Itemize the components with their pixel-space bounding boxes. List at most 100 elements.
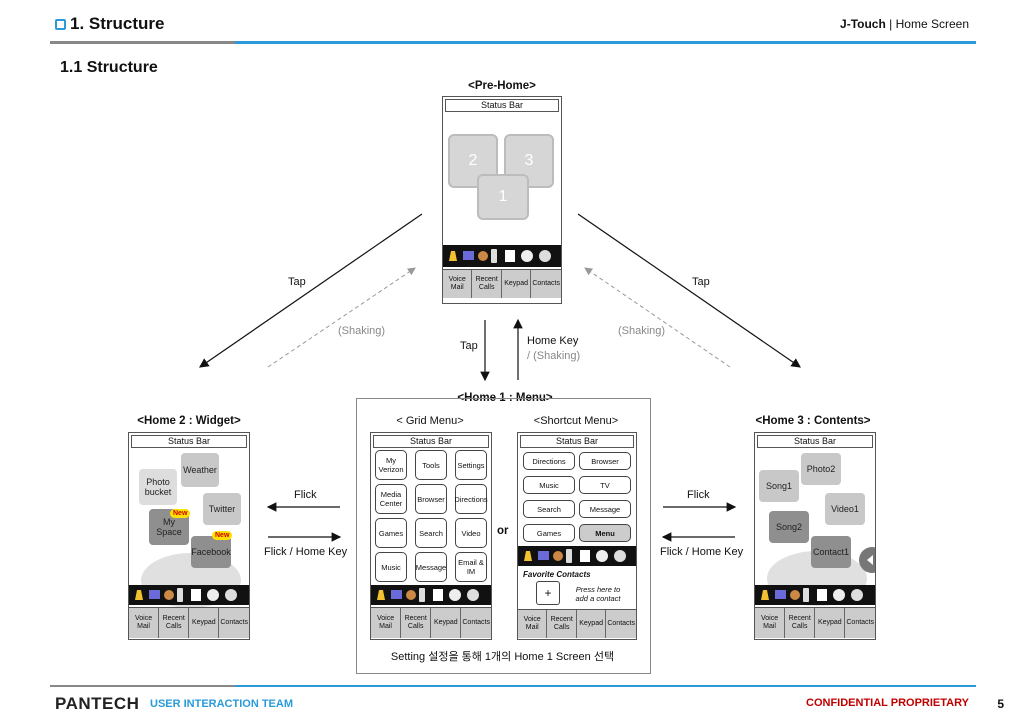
bell-icon bbox=[135, 590, 143, 600]
grid-menu-phone: Status Bar My Verizon Tools Settings Med… bbox=[370, 432, 492, 640]
softkey-contacts[interactable]: Contacts bbox=[462, 619, 490, 626]
screen-thumb-1[interactable]: 1 bbox=[477, 174, 529, 220]
softkey-voice-mail[interactable]: Voice Mail bbox=[755, 608, 786, 638]
softkey-voice-mail[interactable]: Voice Mail bbox=[371, 608, 402, 638]
grid-video[interactable]: Video bbox=[455, 518, 487, 548]
header-right: J-Touch | Home Screen bbox=[840, 17, 969, 31]
brand: J-Touch bbox=[840, 17, 886, 31]
add-contact-button[interactable]: + bbox=[536, 581, 560, 605]
arrow-tap-left bbox=[199, 213, 423, 368]
softkey-bar: Voice Mail Recent Calls Keypad Contacts bbox=[755, 607, 875, 638]
shortcut-tv[interactable]: TV bbox=[579, 476, 631, 494]
grid-media-center[interactable]: Media Center bbox=[375, 484, 407, 514]
softkey-recent-calls[interactable]: Recent Calls bbox=[159, 608, 190, 638]
status-bar: Status Bar bbox=[445, 99, 559, 112]
softkey-voice-mail[interactable]: Voice Mail bbox=[129, 608, 160, 638]
softkey-recent-calls[interactable]: Recent Calls bbox=[401, 608, 432, 638]
shortcut-games[interactable]: Games bbox=[523, 524, 575, 542]
softkey-keypad[interactable]: Keypad bbox=[502, 270, 532, 298]
softkey-contacts[interactable]: Contacts bbox=[846, 619, 874, 626]
grid-email-im[interactable]: Email & IM bbox=[455, 552, 487, 582]
softkey-keypad[interactable]: Keypad bbox=[189, 608, 220, 638]
label-flick-right: Flick bbox=[687, 489, 710, 501]
softkey-contacts[interactable]: Contacts bbox=[220, 619, 248, 626]
clock-icon bbox=[225, 589, 237, 601]
bell-icon bbox=[377, 590, 385, 600]
softkey-contacts[interactable]: Contacts bbox=[532, 280, 560, 287]
content-song2[interactable]: Song2 bbox=[769, 511, 809, 543]
label-tap-center: Tap bbox=[460, 340, 478, 352]
status-bar: Status Bar bbox=[131, 435, 247, 448]
widget-weather[interactable]: Weather bbox=[181, 453, 219, 487]
separator: | bbox=[889, 17, 893, 31]
settings-icon bbox=[207, 589, 219, 601]
scroll-left-icon[interactable] bbox=[859, 547, 875, 573]
page-name: Home Screen bbox=[895, 17, 969, 31]
widget-twitter[interactable]: Twitter bbox=[203, 493, 241, 525]
header-rule bbox=[50, 41, 976, 44]
softkey-keypad[interactable]: Keypad bbox=[815, 608, 846, 638]
mail-icon bbox=[149, 590, 160, 599]
home1-frame bbox=[356, 398, 651, 674]
shortcut-menu-title: <Shortcut Menu> bbox=[533, 415, 619, 427]
softkey-contacts[interactable]: Contacts bbox=[607, 620, 635, 627]
footer-rule bbox=[50, 685, 976, 687]
grid-directions[interactable]: Directions bbox=[454, 484, 488, 514]
icon-strip bbox=[755, 585, 875, 605]
shortcut-music[interactable]: Music bbox=[523, 476, 575, 494]
section-subtitle: 1.1 Structure bbox=[60, 59, 158, 76]
softkey-voice-mail[interactable]: Voice Mail bbox=[518, 610, 548, 638]
shortcut-search[interactable]: Search bbox=[523, 500, 575, 518]
favorite-contacts-label: Favorite Contacts bbox=[523, 570, 591, 579]
label-tap-left: Tap bbox=[288, 276, 306, 288]
widget-photo-bucket[interactable]: Photo bucket bbox=[139, 469, 177, 505]
grid-games[interactable]: Games bbox=[375, 518, 407, 548]
calendar-icon bbox=[505, 250, 515, 262]
shortcut-browser[interactable]: Browser bbox=[579, 452, 631, 470]
softkey-keypad[interactable]: Keypad bbox=[577, 610, 607, 638]
label-home-key: Home Key bbox=[527, 335, 579, 347]
status-bar: Status Bar bbox=[757, 435, 873, 448]
softkey-recent-calls[interactable]: Recent Calls bbox=[785, 608, 816, 638]
icon-strip bbox=[371, 585, 491, 605]
softkey-voice-mail[interactable]: Voice Mail bbox=[443, 270, 473, 298]
softkey-recent-calls[interactable]: Recent Calls bbox=[472, 270, 502, 298]
grid-menu-title: < Grid Menu> bbox=[396, 415, 464, 427]
widget-facebook[interactable]: Facebook bbox=[191, 536, 231, 568]
icon-strip bbox=[518, 546, 636, 566]
indicator-icons bbox=[377, 588, 479, 602]
home3-phone: Status Bar Photo2 Song1 Video1 Song2 Con… bbox=[754, 432, 876, 640]
shortcut-menu[interactable]: Menu bbox=[579, 524, 631, 542]
bell-icon bbox=[761, 590, 769, 600]
grid-music[interactable]: Music bbox=[375, 552, 407, 582]
indicator-icons bbox=[135, 588, 237, 602]
grid-tools[interactable]: Tools bbox=[415, 450, 447, 480]
grid-message[interactable]: Message bbox=[415, 552, 447, 582]
settings-icon bbox=[449, 589, 461, 601]
indicator-icons bbox=[449, 249, 551, 263]
shortcut-directions[interactable]: Directions bbox=[523, 452, 575, 470]
content-contact1[interactable]: Contact1 bbox=[811, 536, 851, 568]
grid-my-verizon[interactable]: My Verizon bbox=[375, 450, 407, 480]
softkey-recent-calls[interactable]: Recent Calls bbox=[547, 610, 577, 638]
content-photo2[interactable]: Photo2 bbox=[801, 453, 841, 485]
grid-search[interactable]: Search bbox=[415, 518, 447, 548]
content-song1[interactable]: Song1 bbox=[759, 470, 799, 502]
title-bullet-icon bbox=[55, 19, 66, 30]
new-badge: New bbox=[170, 509, 191, 518]
mail-icon bbox=[463, 251, 474, 260]
grid-settings[interactable]: Settings bbox=[455, 450, 487, 480]
grid-browser[interactable]: Browser bbox=[415, 484, 447, 514]
label-flick-home-right: Flick / Home Key bbox=[660, 546, 744, 558]
arrow-tap-right bbox=[577, 213, 801, 368]
content-video1[interactable]: Video1 bbox=[825, 493, 865, 525]
clock-icon bbox=[851, 589, 863, 601]
label-tap-right: Tap bbox=[692, 276, 710, 288]
arrow-shaking-left bbox=[267, 267, 416, 368]
phone-icon bbox=[419, 588, 425, 602]
shortcut-message[interactable]: Message bbox=[579, 500, 631, 518]
pantech-logo: PANTECH bbox=[55, 694, 140, 713]
softkey-bar: Voice Mail Recent Calls Keypad Contacts bbox=[518, 609, 636, 638]
softkey-keypad[interactable]: Keypad bbox=[431, 608, 462, 638]
page-title: 1. Structure bbox=[70, 14, 165, 33]
